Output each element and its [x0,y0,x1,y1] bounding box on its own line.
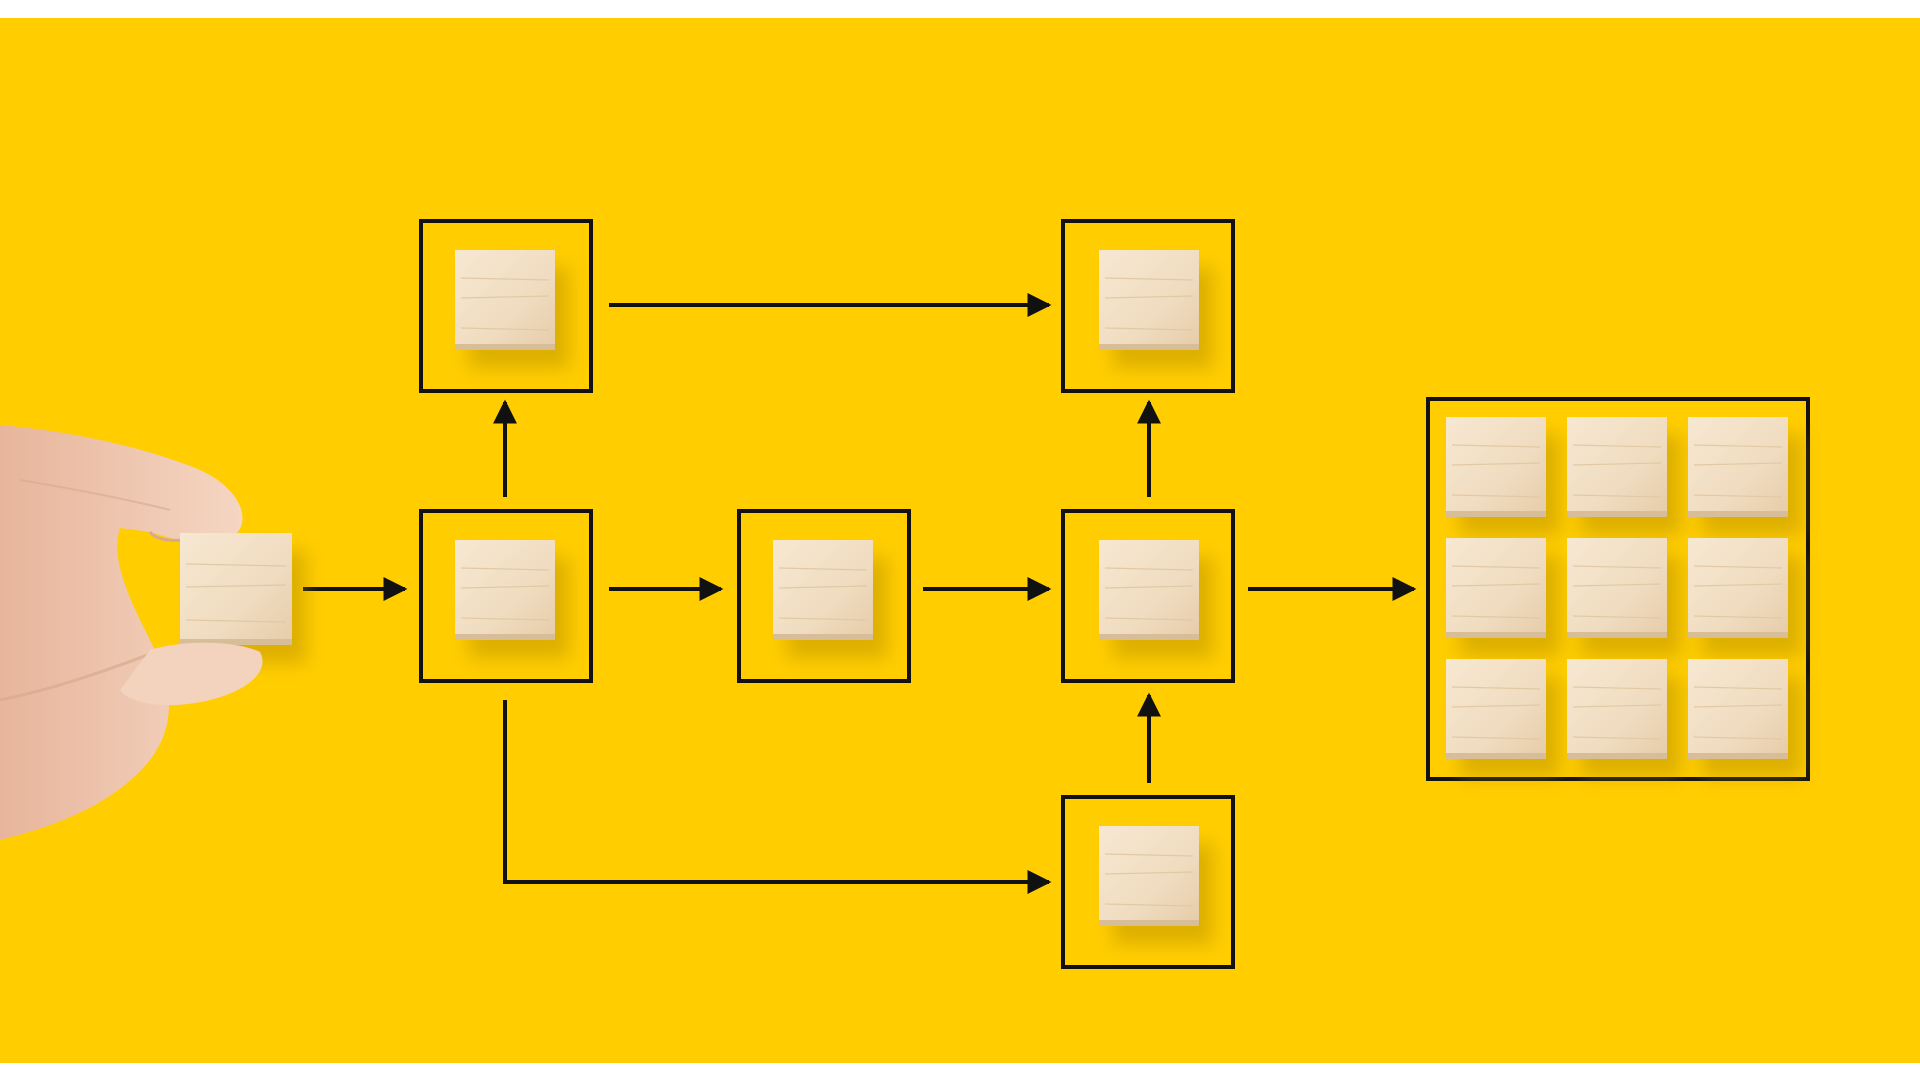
frame-mid-2 [737,509,911,683]
frame-top-left [419,219,593,393]
bottom-white-band [0,1063,1920,1069]
wooden-block-icon [1099,250,1213,368]
wooden-block-icon [1446,417,1560,535]
connector-elbow-down-right [503,700,1052,894]
frame-mid-1 [419,509,593,683]
frame-top-right [1061,219,1235,393]
wooden-block-icon [455,540,569,658]
thumb [120,642,263,706]
wooden-blocks [455,250,1802,944]
held-wooden-block [180,533,306,663]
frame-bottom [1061,795,1235,969]
wooden-block-icon [1446,538,1560,656]
wooden-block-icon [1688,417,1802,535]
wooden-block-icon [1099,826,1213,944]
wooden-block-icon [1446,659,1560,777]
frame-grid-output [1426,397,1810,781]
hand-icon [0,425,243,840]
frame-mid-3 [1061,509,1235,683]
wooden-block-icon [1688,538,1802,656]
wooden-block-icon [180,533,306,663]
wooden-block-icon [1567,417,1681,535]
wooden-block-icon [773,540,887,658]
wooden-block-icon [1688,659,1802,777]
wooden-block-icon [455,250,569,368]
wooden-block-icon [1567,659,1681,777]
node-frames [419,219,1810,969]
connector-lines [303,293,1417,894]
wooden-block-icon [1099,540,1213,658]
top-white-band [0,0,1920,18]
wooden-block-icon [1567,538,1681,656]
